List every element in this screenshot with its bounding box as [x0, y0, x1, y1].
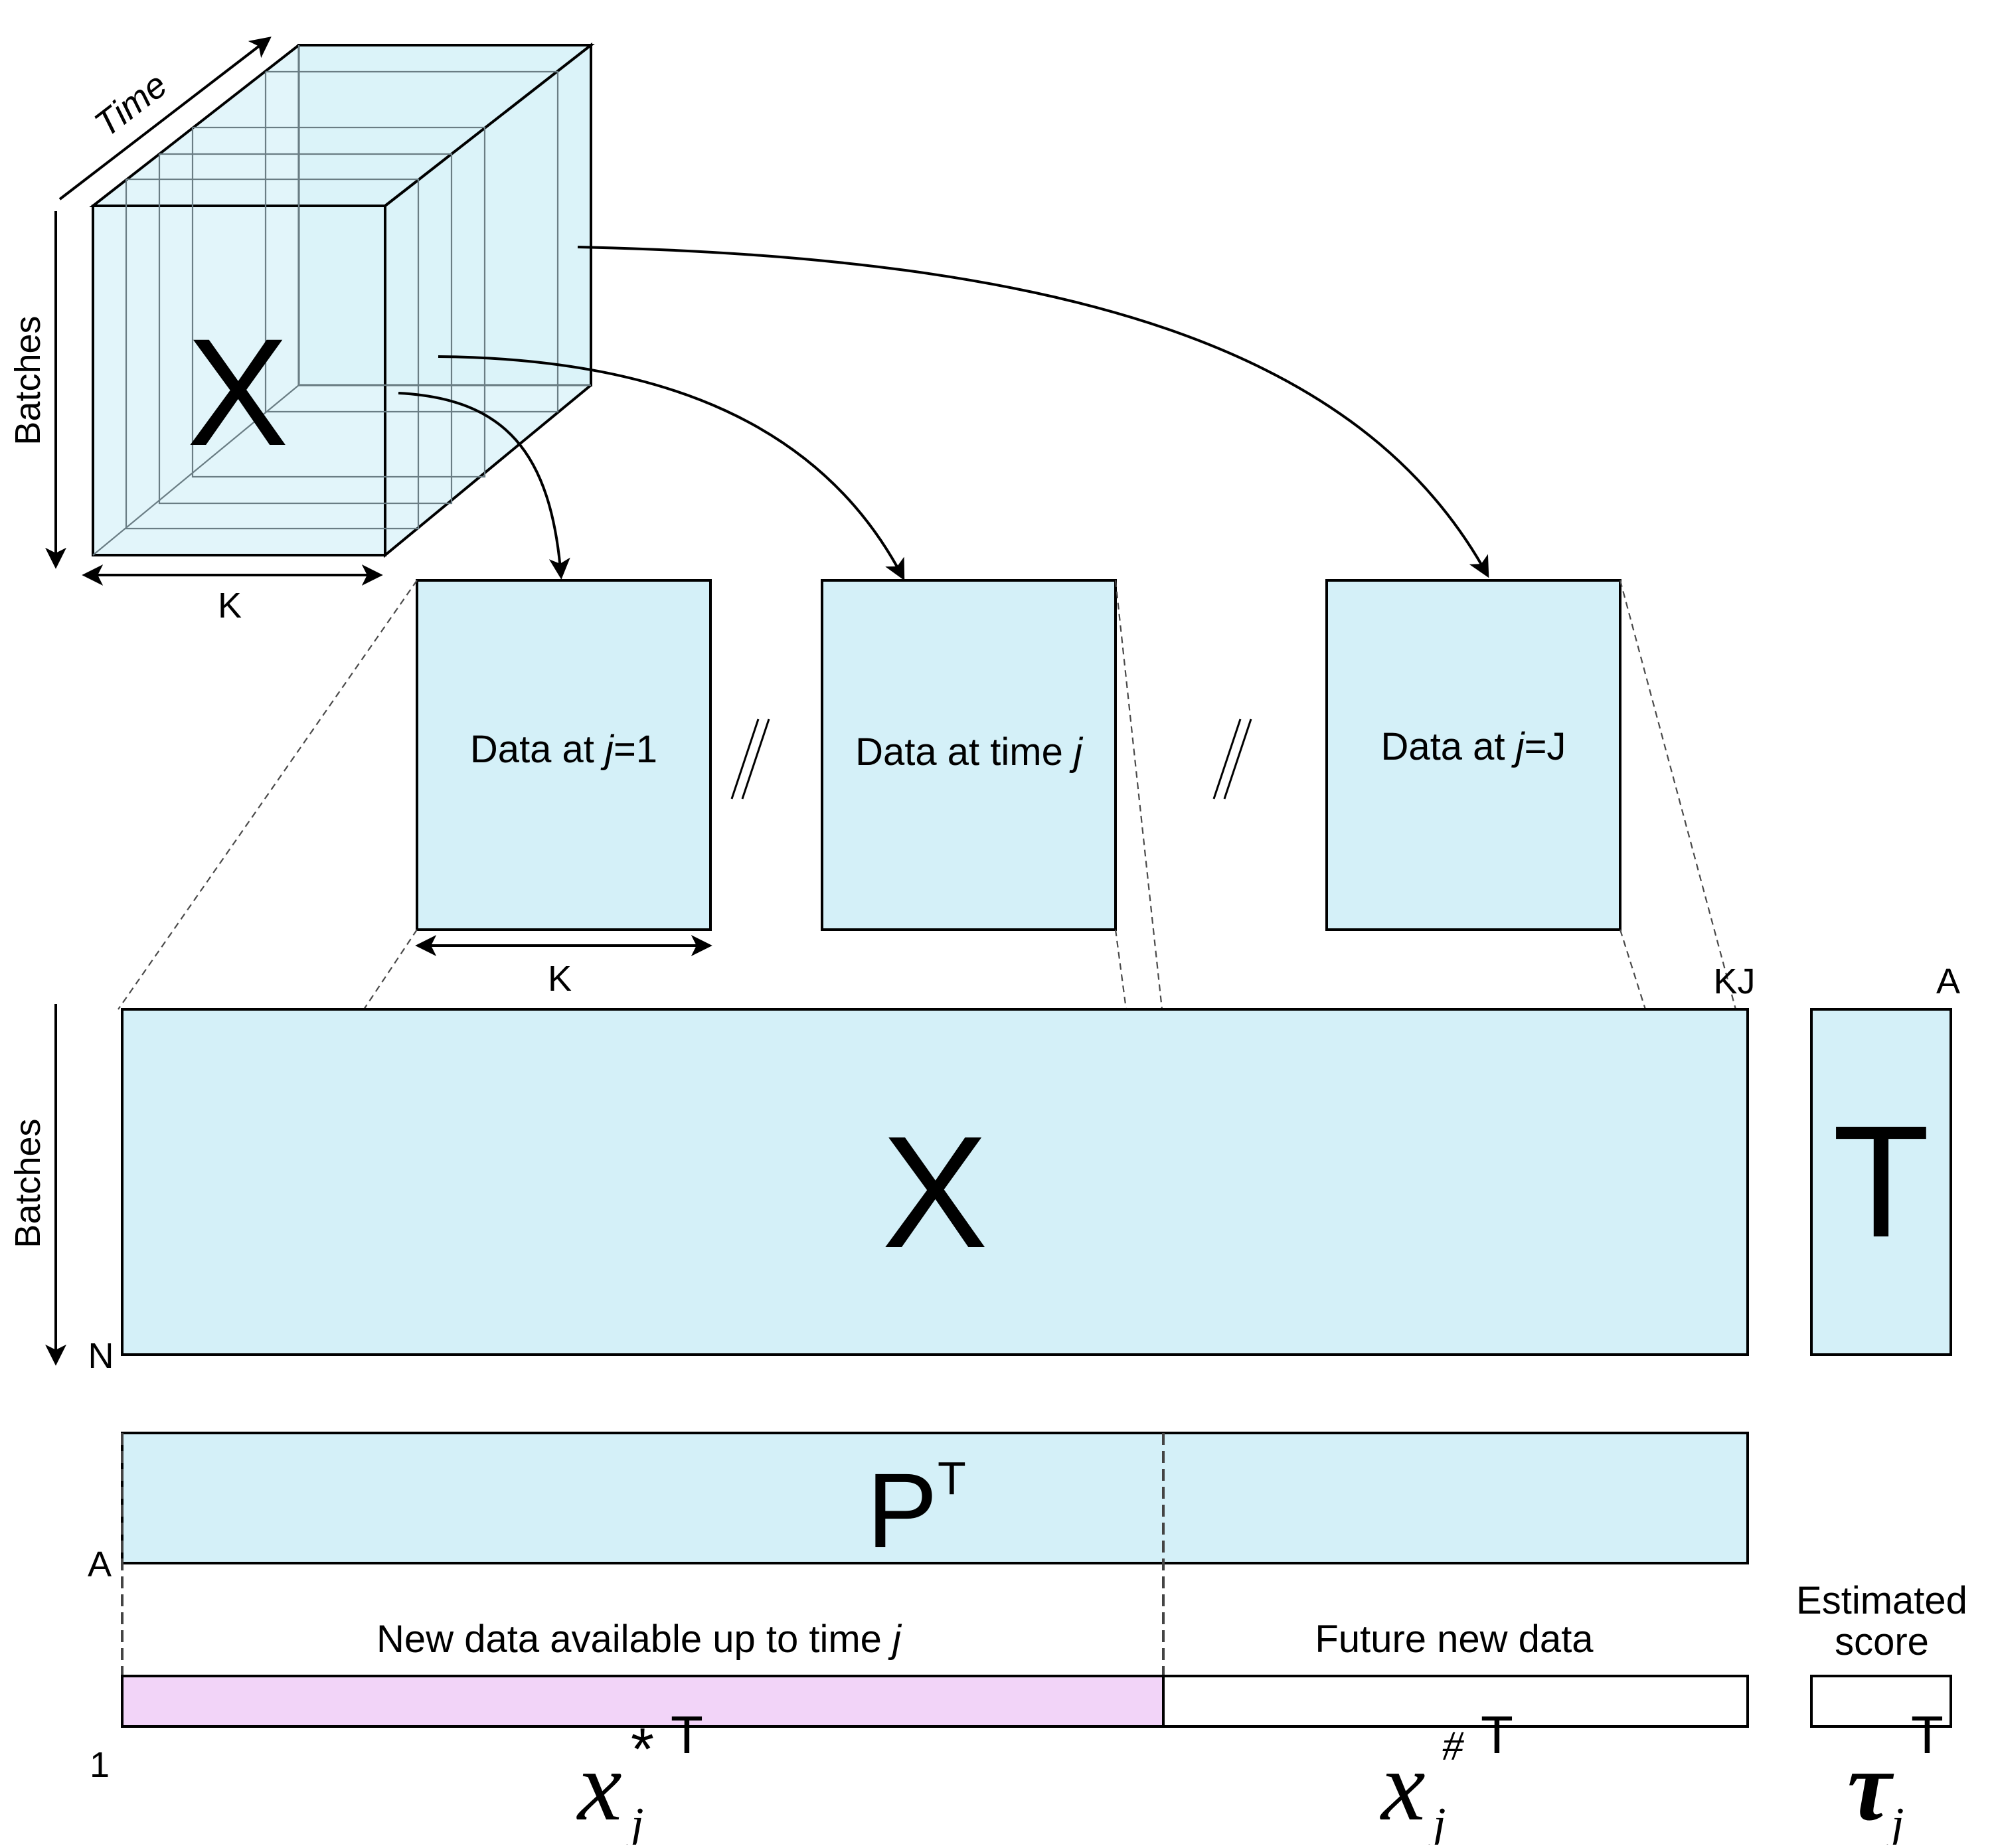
svg-text:*: *: [631, 1717, 654, 1783]
estimated-score-box: [1810, 1675, 1952, 1728]
slice-middle: [821, 579, 1117, 931]
loadings-pt-block: [121, 1432, 1749, 1564]
scores-t-label: T: [1833, 1092, 1930, 1270]
row-one-label: 1: [90, 1745, 110, 1785]
xstar-vector-label: x j * T: [576, 1705, 703, 1848]
new-data-row: New data available up to time j Future n…: [90, 1618, 1749, 1785]
new-data-label: New data available up to time j: [376, 1618, 902, 1661]
slice-first: [416, 579, 712, 931]
slice-last-label: Data at j=J: [1381, 725, 1566, 768]
scores-a-label: A: [1936, 962, 1960, 1001]
xhash-vector-label: x j # T: [1380, 1705, 1513, 1848]
time-axis-label: Time: [87, 65, 174, 145]
slice-arrows: [398, 246, 1489, 581]
scores-matrix: T A: [1810, 962, 1960, 1356]
estimated-score: Estimated score: [1796, 1579, 1967, 1728]
loadings-pt-label: PT: [867, 1451, 965, 1570]
cube-label: X: [187, 307, 288, 477]
slice-separator-right: [1212, 718, 1252, 799]
unfolded-matrix: X KJ N Batches: [8, 962, 1756, 1376]
future-data-label: Future new data: [1315, 1618, 1594, 1661]
slice-first-label: Data at j=1: [470, 728, 657, 771]
scores-t-block: [1810, 1008, 1952, 1356]
cube-batches-label: Batches: [8, 315, 48, 445]
estimated-score-line2: score: [1835, 1620, 1929, 1663]
svg-text:x: x: [1380, 1731, 1426, 1841]
batches-label: Batches: [8, 1118, 48, 1248]
slice-k-label: K: [548, 959, 572, 999]
slice-last: [1325, 579, 1621, 931]
time-slices: Data at j=1 Data at time j Data at j=J K: [415, 579, 1621, 999]
svg-text:x: x: [576, 1731, 622, 1841]
unfolded-x-label: X: [882, 1103, 988, 1281]
kj-label: KJ: [1713, 962, 1755, 1001]
loadings-a-label: A: [88, 1545, 112, 1584]
slice-middle-label: Data at time j: [855, 730, 1084, 774]
future-data-bar: [1162, 1675, 1749, 1728]
time-divider: [121, 1433, 1165, 1676]
n-label: N: [88, 1336, 114, 1376]
vector-labels: x j * T x j # T τ j T: [576, 1705, 1944, 1848]
svg-text:τ: τ: [1847, 1731, 1894, 1841]
tau-vector-label: τ j T: [1847, 1705, 1944, 1848]
svg-text:#: #: [1442, 1722, 1464, 1769]
arrow-to-slice-last: [577, 246, 1489, 578]
svg-text:j: j: [625, 1799, 643, 1845]
arrow-to-slice-middle: [438, 355, 905, 581]
loadings-matrix: PT A: [88, 1432, 1749, 1584]
loadings-superscript: T: [938, 1452, 966, 1504]
loadings-p: P: [867, 1451, 938, 1570]
slice-separator-left: [730, 718, 770, 799]
unfolded-x-block: [121, 1008, 1749, 1356]
svg-text:T: T: [671, 1705, 703, 1764]
svg-text:T: T: [1911, 1705, 1944, 1764]
cube-front-face: [92, 205, 386, 556]
cube-slices: [92, 45, 591, 556]
estimated-score-line1: Estimated: [1796, 1579, 1967, 1622]
data-cube: X Time Batches K: [8, 37, 595, 626]
svg-text:T: T: [1481, 1705, 1513, 1764]
cube-k-label: K: [218, 586, 242, 626]
arrow-to-slice-first: [398, 392, 570, 580]
available-data-bar: [121, 1675, 1165, 1728]
svg-text:j: j: [1428, 1799, 1446, 1845]
time-axis-arrow: [58, 37, 272, 201]
projection-lines: [118, 580, 1737, 1010]
